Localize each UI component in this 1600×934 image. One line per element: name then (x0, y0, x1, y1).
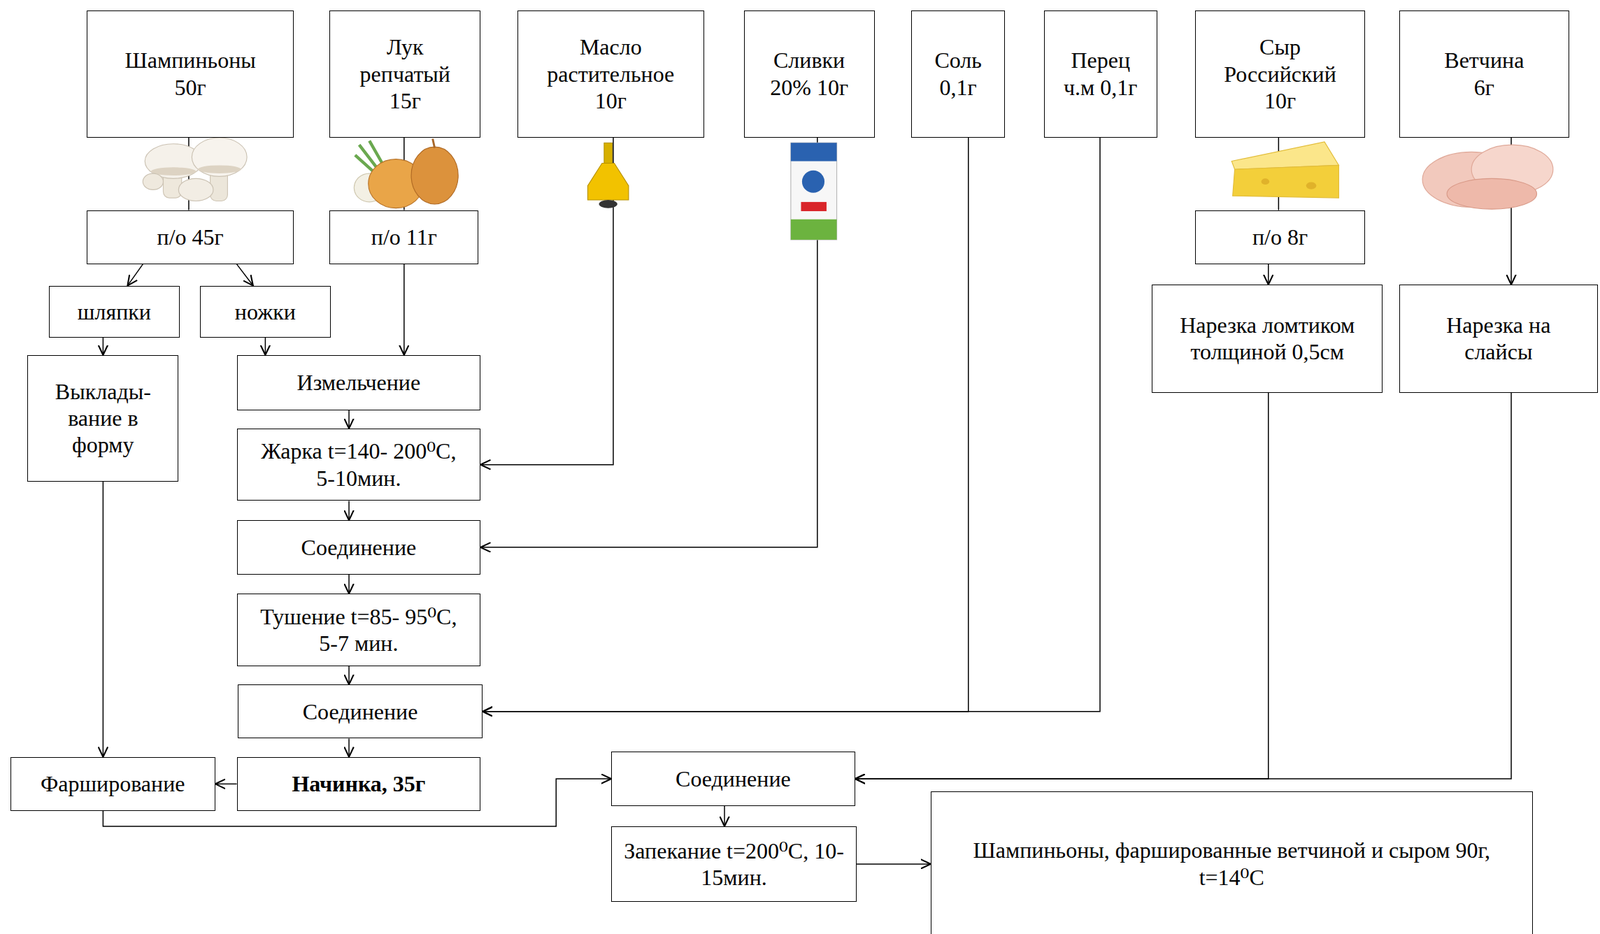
picture-part (411, 146, 459, 205)
ingredient-box: Сыр Российский 10г (1195, 10, 1366, 138)
node-text: Сыр Российский 10г (1211, 33, 1349, 114)
intermediate-box: Начинка, 35г (237, 757, 482, 812)
node-text: Соединение (301, 534, 417, 561)
onion-picture (353, 138, 459, 208)
node-text: Соединение (675, 765, 791, 793)
process-box: Соединение (611, 751, 856, 806)
net-weight-box: п/о 45г (86, 210, 294, 265)
node-text: Измельчение (297, 369, 421, 396)
node-text: Перец ч.м 0,1г (1062, 46, 1139, 101)
process-box: Измельчение (237, 355, 482, 411)
picture-part (790, 142, 838, 161)
node-text: п/о 45г (157, 223, 224, 251)
flow-arrow (102, 337, 105, 356)
node-text: Начинка, 35г (291, 770, 426, 798)
node-text: п/о 11г (371, 223, 438, 251)
process-box: Тушение t=85- 95⁰С, 5-7 мин. (237, 593, 482, 667)
picture-part (178, 178, 214, 201)
picture-part (1261, 178, 1270, 185)
node-text: Выклады- вание в форму (41, 378, 165, 459)
cheese-picture (1231, 141, 1339, 198)
flow-arrow (855, 393, 1269, 780)
picture-part (790, 142, 838, 240)
process-box: Выклады- вание в форму (27, 355, 179, 482)
flow-arrow (102, 481, 105, 758)
node-text: Масло растительное 10г (534, 33, 688, 114)
flow-arrow (348, 574, 350, 595)
picture-part (191, 137, 247, 177)
picture-part (432, 138, 435, 148)
picture-part (1306, 181, 1317, 189)
flow-arrow (856, 863, 931, 866)
flow-arrow (348, 666, 350, 685)
result-box: Шампиньоны, фаршированные ветчиной и сыр… (930, 791, 1533, 934)
node-text: п/о 8г (1252, 223, 1308, 251)
ingredient-box: Лук репчатый 15г (329, 10, 481, 138)
flow-arrow (482, 137, 1100, 712)
flow-arrow (237, 264, 254, 287)
process-box: Нарезка на слайсы (1399, 284, 1599, 394)
node-text: Шампиньоны, фаршированные ветчиной и сыр… (946, 837, 1518, 891)
oil-bottle-picture (587, 142, 628, 208)
node-text: Ветчина 6г (1432, 46, 1535, 101)
node-text: Соединение (302, 698, 419, 726)
node-text: ножки (234, 298, 296, 326)
node-text: Лук репчатый 15г (346, 33, 464, 114)
node-text: Нарезка на слайсы (1421, 311, 1575, 366)
node-text: Шампиньоны 50г (108, 46, 272, 101)
flow-arrow (265, 337, 267, 356)
mushroom-picture (142, 137, 247, 201)
flow-arrow (723, 806, 726, 827)
flow-arrow (403, 264, 405, 356)
picture-part (587, 162, 628, 200)
node-text: Фарширование (40, 770, 186, 798)
ingredient-box: Соль 0,1г (911, 10, 1005, 138)
picture-part (599, 200, 618, 209)
process-box: Фарширование (10, 757, 216, 812)
ingredient-box: Шампиньоны 50г (86, 10, 294, 138)
picture-part (604, 142, 613, 166)
flow-arrow (482, 137, 969, 712)
node-text: Запекание t=200⁰С, 10-15мин. (616, 837, 852, 892)
ingredient-box: Сливки 20% 10г (744, 10, 875, 138)
ham-picture (1422, 144, 1554, 210)
process-box: Нарезка ломтиком толщиной 0,5см (1151, 284, 1383, 394)
picture-part (800, 202, 826, 212)
node-text: Жарка t=140- 200⁰С, 5-10мин. (248, 437, 469, 492)
flow-arrow (1267, 264, 1270, 285)
cream-carton-picture (790, 142, 838, 240)
process-box: Запекание t=200⁰С, 10-15мин. (611, 826, 857, 903)
flow-arrow (348, 738, 350, 757)
flow-arrow (127, 264, 143, 287)
node-text: Соль 0,1г (922, 46, 994, 101)
process-box: Соединение (237, 520, 482, 575)
picture-part (197, 165, 241, 174)
flow-arrow (215, 783, 238, 786)
picture-part (1446, 178, 1537, 210)
flow-arrow (348, 500, 350, 521)
picture-part (790, 219, 838, 240)
node-text: шляпки (77, 298, 152, 326)
node-text: Тушение t=85- 95⁰С, 5-7 мин. (248, 603, 469, 658)
ingredient-box: Ветчина 6г (1399, 10, 1570, 138)
ingredient-box: Перец ч.м 0,1г (1044, 10, 1158, 138)
picture-part (802, 170, 825, 194)
net-weight-box: п/о 8г (1195, 210, 1366, 265)
picture-part (1231, 141, 1339, 170)
process-box: Жарка t=140- 200⁰С, 5-10мин. (237, 428, 482, 502)
node-text: Сливки 20% 10г (765, 46, 853, 101)
part-box: ножки (200, 286, 331, 338)
connector-group (102, 137, 1512, 865)
flow-arrow (348, 410, 350, 429)
flow-arrow (855, 393, 1512, 780)
process-box: Соединение (237, 684, 483, 739)
flow-arrow (480, 137, 818, 548)
part-box: шляпки (48, 286, 180, 338)
net-weight-box: п/о 11г (329, 210, 479, 265)
ingredient-box: Масло растительное 10г (517, 10, 705, 138)
node-text: Нарезка ломтиком толщиной 0,5см (1172, 311, 1362, 366)
picture-part (1232, 165, 1340, 198)
picture-part (142, 173, 163, 190)
